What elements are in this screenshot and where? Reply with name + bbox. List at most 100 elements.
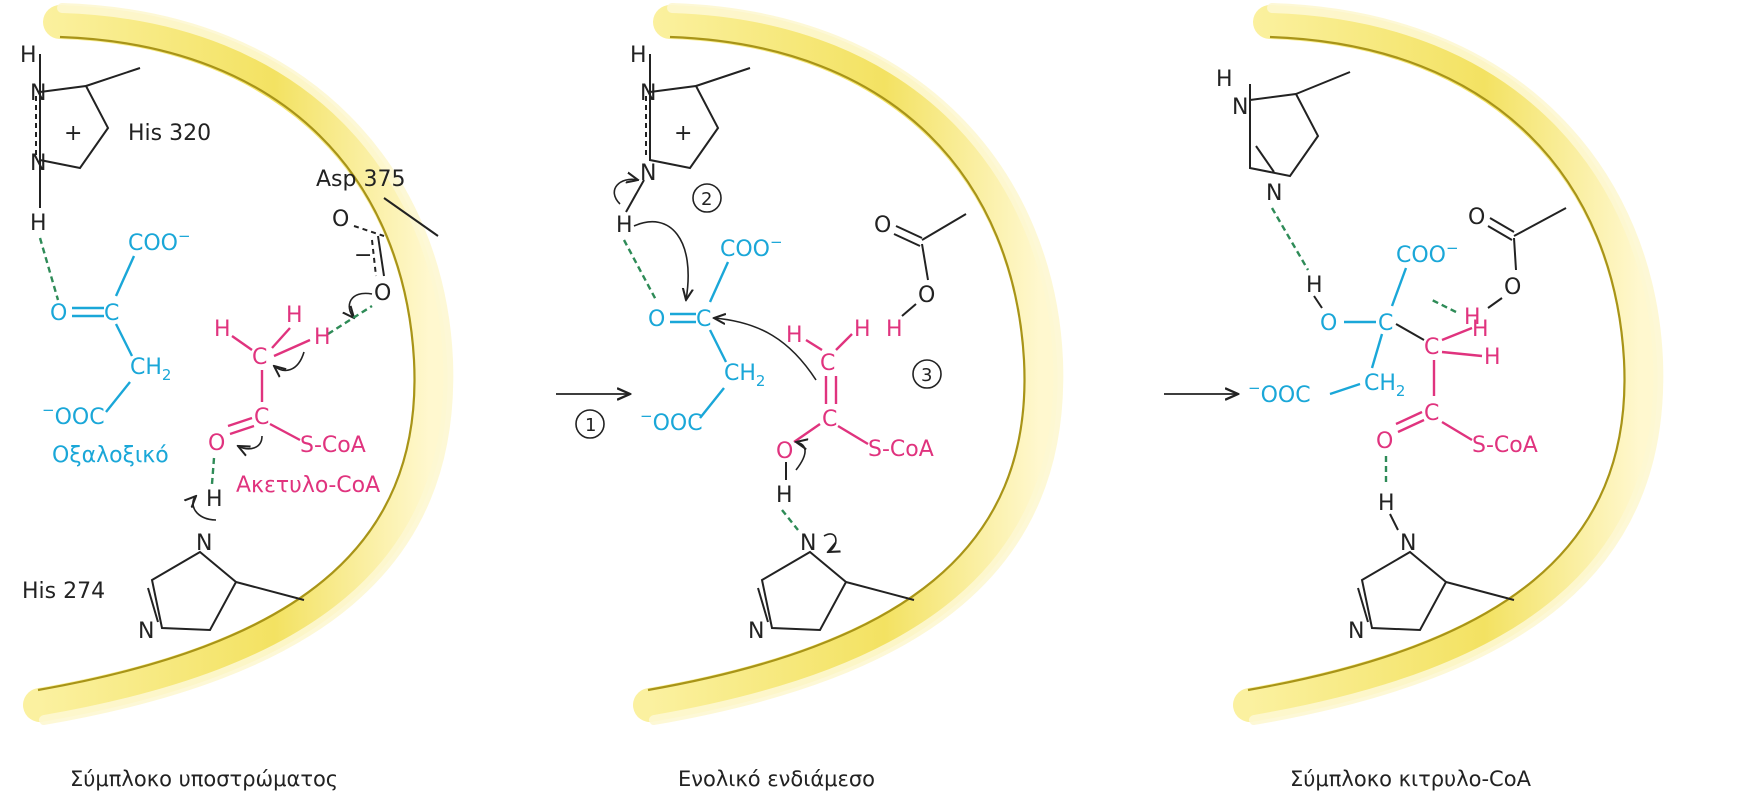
atom-n: N (1232, 95, 1248, 120)
atom-o: O (1320, 311, 1337, 336)
asp-375-group: O O H (1464, 205, 1567, 330)
step-number-circle (692, 183, 722, 213)
atom-n: N (800, 531, 816, 556)
enzyme-band (38, 8, 448, 720)
hydrogen-bond (38, 237, 60, 301)
label-oxaloacetate: Οξαλοξικό (52, 443, 169, 468)
step-number: 3 (921, 365, 932, 386)
hydrogen-bond (781, 509, 799, 531)
group-coo: COO− (128, 227, 191, 256)
atom-o: O (918, 283, 935, 308)
group-ch2: CH2 (130, 355, 171, 384)
atom-n: N (748, 619, 764, 644)
panel-citryl-coa-complex: H N N H O C COO− CH2 −OOC C H H C (1216, 8, 1658, 791)
his-274-ring: N N (138, 531, 305, 644)
hydrogen-bond (622, 239, 658, 301)
atom-h: H (886, 317, 903, 342)
atom-h: H (20, 43, 37, 68)
caption-substrate-complex: Σύμπλοκο υποστρώματος (70, 767, 338, 791)
step-number: 1 (585, 415, 596, 436)
atom-o: O (332, 207, 349, 232)
atom-n: N (640, 81, 656, 106)
atom-h: H (30, 211, 47, 236)
atom-n: N (138, 619, 154, 644)
atom-o: O (1504, 275, 1521, 300)
oxaloacetate-molecule: O C COO− CH2 −OOC (640, 233, 783, 436)
step-number-circle (575, 409, 605, 439)
enzyme-band (1248, 8, 1658, 720)
atom-n: N (196, 531, 212, 556)
his-274-ring: N N (748, 531, 915, 644)
atom-h: H (1378, 491, 1395, 516)
atom-h: H (206, 487, 223, 512)
caption-citryl-coa-complex: Σύμπλοκο κιτρυλο-CoA (1290, 767, 1532, 791)
acetyl-coa-molecule: H H H C C O S-CoA Ακετυλο-CoA (208, 303, 380, 498)
panel-substrate-complex: H N N + H His 320 O C COO− CH2 −OOC Οξαλ… (20, 8, 448, 791)
his-320-ring: H N N + H (20, 43, 141, 236)
group-scoa: S-CoA (868, 437, 934, 462)
atom-h: H (630, 43, 647, 68)
atom-o: O (1376, 429, 1393, 454)
atom-c: C (1424, 335, 1439, 360)
atom-h: H (854, 317, 871, 342)
atom-c: C (104, 301, 119, 326)
atom-o: O (1468, 205, 1485, 230)
label-asp-375: Asp 375 (316, 167, 405, 192)
caption-enol-intermediate: Ενολικό ενδιάμεσο (678, 767, 875, 791)
atom-h: H (286, 303, 303, 328)
atom-o: O (874, 213, 891, 238)
hydrogen-bond (210, 457, 216, 485)
atom-h: H (1484, 345, 1501, 370)
group-coo: COO− (1396, 239, 1459, 268)
atom-c: C (696, 307, 711, 332)
hydrogen-bond (327, 304, 373, 336)
atom-n: N (640, 161, 656, 186)
charge-plus: + (674, 121, 692, 146)
atom-h: H (314, 325, 331, 350)
atom-c: C (822, 407, 837, 432)
label-his-274: His 274 (22, 579, 105, 604)
label-his-320: His 320 (128, 121, 211, 146)
atom-o: O (374, 281, 391, 306)
atom-c: C (252, 345, 267, 370)
group-scoa: S-CoA (1472, 433, 1538, 458)
citryl-molecule: H O C COO− CH2 −OOC C H H C O S-CoA (1248, 239, 1538, 458)
label-acetyl-coa: Ακετυλο-CoA (236, 473, 380, 498)
atom-c: C (254, 405, 269, 430)
group-ch2: CH2 (1364, 371, 1405, 400)
group-ooc: −OOC (42, 401, 105, 430)
atom-c: C (1378, 311, 1393, 336)
atom-h: H (1464, 305, 1481, 330)
charge-plus: + (64, 121, 82, 146)
step-number-circle (912, 359, 942, 389)
group-scoa: S-CoA (300, 433, 366, 458)
his-320-ring: H N N (1216, 67, 1351, 206)
his-274-ring: N N (1348, 531, 1515, 644)
group-ooc: −OOC (1248, 379, 1311, 408)
atom-c: C (1424, 401, 1439, 426)
atom-n: N (30, 151, 46, 176)
asp-375-group: Asp 375 O − O (316, 167, 439, 318)
hydrogen-bond (1270, 207, 1310, 271)
group-ooc: −OOC (640, 407, 703, 436)
atom-n: N (1348, 619, 1364, 644)
atom-h: H (1216, 67, 1233, 92)
atom-o: O (648, 307, 665, 332)
atom-n: N (30, 81, 46, 106)
atom-h: H (616, 213, 633, 238)
atom-h: H (1472, 317, 1489, 342)
atom-o: O (50, 301, 67, 326)
step-1-arrow: 1 (556, 394, 630, 439)
hydrogen-bond (1431, 298, 1457, 314)
enol-molecule: H H C C O S-CoA (714, 317, 934, 464)
oxaloacetate-molecule: O C COO− CH2 −OOC Οξαλοξικό (42, 227, 191, 468)
atom-n: N (1266, 181, 1282, 206)
asp-375-group: O O H (874, 213, 967, 342)
charge-minus: − (354, 243, 372, 268)
group-coo: COO− (720, 233, 783, 262)
his-320-ring: H N N + H (613, 43, 751, 238)
atom-c: C (820, 351, 835, 376)
step-number: 2 (701, 189, 712, 210)
atom-o: O (208, 431, 225, 456)
